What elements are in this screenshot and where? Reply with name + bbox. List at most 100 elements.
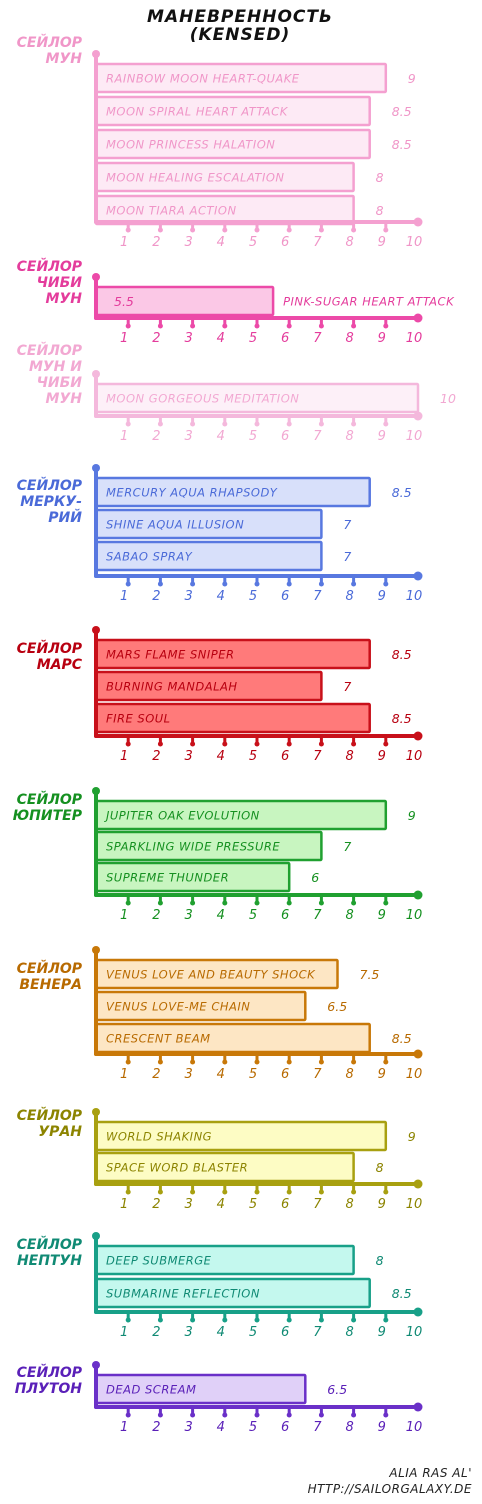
chart-name-line: Чиби bbox=[37, 275, 83, 291]
x-tick-label: 10 bbox=[406, 1420, 423, 1435]
bar-label: Moon Tiara Action bbox=[106, 204, 237, 218]
x-axis-cap bbox=[413, 890, 423, 900]
x-tick-label: 5 bbox=[249, 429, 257, 444]
x-tick-drop bbox=[318, 581, 324, 587]
bar-label: Moon Spiral Heart Attack bbox=[106, 105, 289, 119]
x-tick-drop bbox=[286, 421, 292, 427]
x-tick-drop bbox=[351, 581, 357, 587]
chart-name-line: Венера bbox=[19, 977, 82, 993]
x-tick-label: 3 bbox=[184, 429, 192, 444]
x-tick-label: 1 bbox=[120, 235, 128, 250]
x-tick-label: 8 bbox=[345, 331, 353, 346]
x-tick-label: 8 bbox=[345, 1067, 353, 1082]
x-tick-drop bbox=[254, 323, 260, 329]
x-tick-label: 1 bbox=[120, 749, 128, 764]
x-tick-label: 2 bbox=[152, 1197, 160, 1212]
x-tick-label: 1 bbox=[120, 908, 128, 923]
chart-name-line: Юпитер bbox=[13, 808, 83, 824]
x-tick-drop bbox=[190, 581, 196, 587]
x-tick-drop bbox=[190, 323, 196, 329]
bar-value-label: 6.5 bbox=[327, 999, 347, 1014]
chart-name-line: Сейлор bbox=[17, 791, 83, 808]
bar-label: Pink-Sugar Heart Attack bbox=[283, 295, 455, 309]
x-tick-drop bbox=[190, 227, 196, 233]
x-tick-drop bbox=[318, 323, 324, 329]
bar-value-label: 7 bbox=[343, 549, 351, 564]
x-tick-drop bbox=[383, 1317, 389, 1323]
x-tick-drop bbox=[318, 421, 324, 427]
x-tick-drop bbox=[125, 323, 131, 329]
x-tick-label: 9 bbox=[378, 908, 386, 923]
chart-name-line: Сейлор bbox=[17, 477, 83, 494]
x-tick-drop bbox=[157, 900, 163, 906]
x-tick-label: 7 bbox=[313, 1067, 322, 1082]
x-tick-label: 5 bbox=[249, 749, 257, 764]
x-tick-drop bbox=[222, 900, 228, 906]
x-tick-drop bbox=[351, 1412, 357, 1418]
credit: Alia Ras Al' http://sailorgalaxy.de bbox=[308, 1465, 472, 1497]
bar-value-label: 8 bbox=[376, 1253, 384, 1268]
x-tick-label: 8 bbox=[345, 1420, 353, 1435]
x-tick-drop bbox=[254, 900, 260, 906]
title-line-2: (Kensed) bbox=[189, 25, 291, 45]
x-tick-label: 9 bbox=[378, 235, 386, 250]
bar-value-label: 7 bbox=[343, 517, 351, 532]
x-tick-label: 2 bbox=[152, 331, 160, 346]
x-tick-label: 6 bbox=[281, 908, 289, 923]
x-tick-drop bbox=[383, 1059, 389, 1065]
x-tick-drop bbox=[190, 741, 196, 747]
x-tick-drop bbox=[383, 900, 389, 906]
x-tick-label: 8 bbox=[345, 429, 353, 444]
x-tick-label: 7 bbox=[313, 1197, 322, 1212]
x-tick-label: 5 bbox=[249, 1420, 257, 1435]
chart-name-line: Уран bbox=[38, 1124, 82, 1140]
x-tick-label: 2 bbox=[152, 1067, 160, 1082]
x-tick-drop bbox=[125, 741, 131, 747]
x-tick-label: 2 bbox=[152, 1420, 160, 1435]
x-tick-drop bbox=[125, 900, 131, 906]
x-tick-label: 3 bbox=[184, 589, 192, 604]
x-tick-label: 9 bbox=[378, 1067, 386, 1082]
bar-label: Space Word Blaster bbox=[106, 1161, 248, 1175]
x-tick-label: 7 bbox=[313, 1420, 322, 1435]
bar-label: Moon Gorgeous Meditation bbox=[106, 392, 299, 406]
x-tick-label: 5 bbox=[249, 589, 257, 604]
x-tick-label: 6 bbox=[281, 429, 289, 444]
x-tick-drop bbox=[383, 227, 389, 233]
x-tick-label: 4 bbox=[217, 1325, 225, 1340]
bar-value-label: 8.5 bbox=[392, 711, 412, 726]
x-tick-drop bbox=[190, 1189, 196, 1195]
x-axis-cap bbox=[413, 1402, 423, 1412]
bar-label: Supreme Thunder bbox=[106, 871, 229, 885]
bar-value-label: 10 bbox=[440, 391, 456, 406]
chart-name-line: Нептун bbox=[17, 1253, 82, 1269]
x-tick-label: 1 bbox=[120, 429, 128, 444]
x-tick-label: 2 bbox=[152, 589, 160, 604]
x-tick-drop bbox=[125, 421, 131, 427]
x-tick-label: 2 bbox=[152, 749, 160, 764]
x-axis-cap bbox=[413, 731, 423, 741]
x-tick-drop bbox=[318, 741, 324, 747]
x-tick-drop bbox=[125, 1317, 131, 1323]
x-tick-label: 8 bbox=[345, 908, 353, 923]
credit-site: http://sailorgalaxy.de bbox=[307, 1482, 472, 1496]
chart-name-line: Мун bbox=[46, 291, 83, 307]
x-tick-label: 4 bbox=[217, 1067, 225, 1082]
x-tick-label: 5 bbox=[249, 1067, 257, 1082]
x-tick-label: 3 bbox=[184, 235, 192, 250]
x-tick-drop bbox=[222, 1189, 228, 1195]
x-tick-drop bbox=[125, 581, 131, 587]
chart-name-line: Марс bbox=[37, 657, 83, 673]
y-axis-cap bbox=[92, 946, 100, 954]
bar-label: Moon Healing Escalation bbox=[106, 171, 285, 185]
x-tick-drop bbox=[254, 227, 260, 233]
x-tick-label: 4 bbox=[217, 749, 225, 764]
chart-name-line: Мун и bbox=[29, 359, 82, 375]
x-tick-drop bbox=[254, 581, 260, 587]
bar-value-label: 7 bbox=[343, 679, 351, 694]
x-tick-label: 5 bbox=[249, 1325, 257, 1340]
bar-label: Fire Soul bbox=[106, 712, 171, 726]
bar-value-label: 9 bbox=[408, 71, 416, 86]
